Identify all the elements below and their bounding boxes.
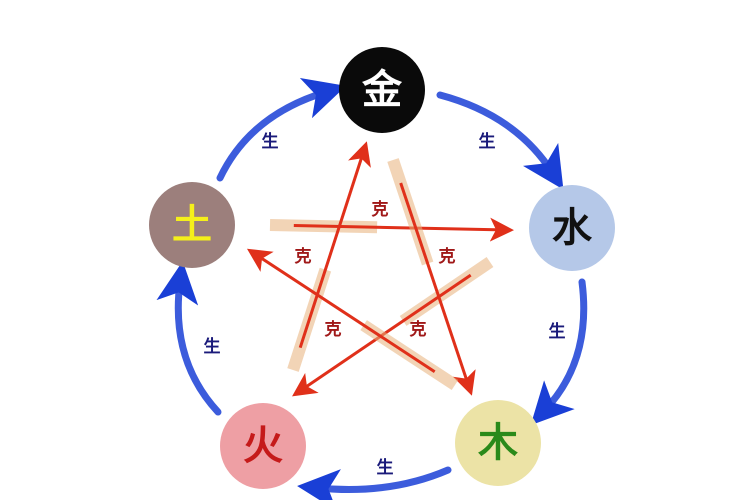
generating-label: 生 <box>377 457 394 478</box>
overcoming-label: 克 <box>439 246 456 267</box>
overcoming-arrow-wood-earth <box>246 248 436 373</box>
element-node-earth: 土 <box>149 182 235 268</box>
overcoming-arrow-earth-water <box>293 217 514 242</box>
element-label: 火 <box>243 423 283 469</box>
element-label: 金 <box>361 67 403 113</box>
generating-label: 生 <box>262 131 279 152</box>
element-node-water: 水 <box>529 185 615 271</box>
generating-arrow-water-wood <box>530 278 588 426</box>
element-label: 木 <box>478 420 518 466</box>
overcoming-label: 克 <box>325 319 342 340</box>
generating-label: 生 <box>549 321 566 342</box>
element-node-fire: 火 <box>220 403 306 489</box>
generating-arrow-metal-water <box>436 91 564 190</box>
generating-arrow-earth-metal <box>216 77 347 182</box>
overcoming-arrow-fire-metal <box>298 141 371 349</box>
element-label: 水 <box>552 205 593 251</box>
generating-arrow-wood-fire <box>297 466 452 500</box>
generating-label: 生 <box>204 336 221 357</box>
element-node-metal: 金 <box>339 47 425 133</box>
element-node-wood: 木 <box>455 400 541 486</box>
element-circle <box>339 47 425 133</box>
element-circle <box>149 182 235 268</box>
element-label: 土 <box>172 202 212 248</box>
generating-label: 生 <box>479 131 496 152</box>
overcoming-label: 克 <box>410 319 427 340</box>
overcoming-arrow-metal-wood <box>399 182 476 396</box>
overcoming-label: 克 <box>372 199 389 220</box>
element-circle <box>529 185 615 271</box>
overcoming-label: 克 <box>295 246 312 267</box>
generating-arrow-fire-earth <box>156 261 222 416</box>
element-circle <box>220 403 306 489</box>
element-circle <box>455 400 541 486</box>
